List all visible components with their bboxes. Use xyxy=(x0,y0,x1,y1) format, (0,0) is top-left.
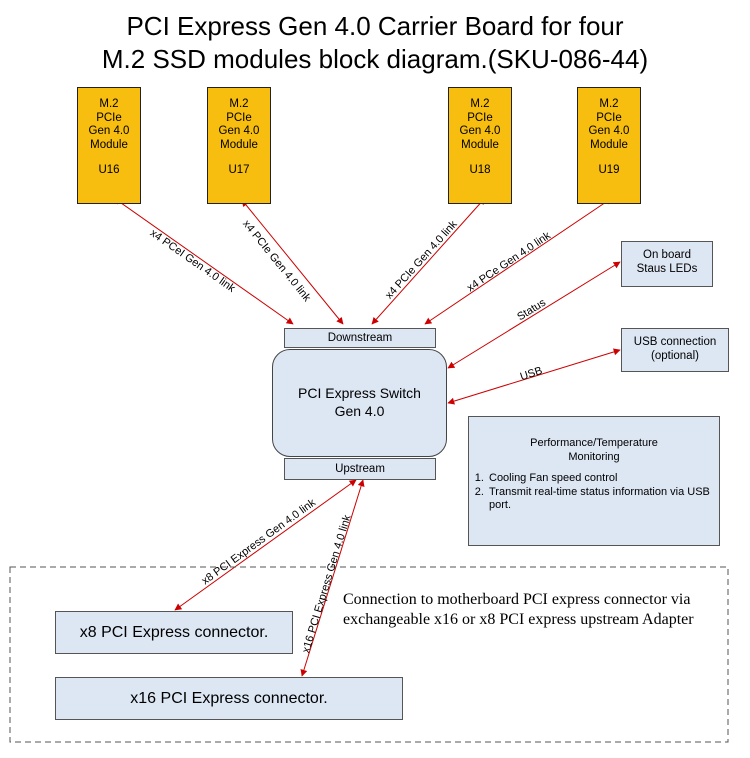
switch-label: PCI Express Switch xyxy=(298,385,421,401)
module-id: U17 xyxy=(228,164,250,176)
module-label: M.2 xyxy=(470,98,490,110)
module-label: Gen 4.0 xyxy=(218,125,260,137)
m2-module-u16: M.2 PCIe Gen 4.0 Module U16 xyxy=(77,87,141,204)
monitoring-title2: Monitoring xyxy=(568,450,620,463)
monitoring-item: Transmit real-time status information vi… xyxy=(487,486,719,513)
usb-line1: USB connection xyxy=(633,336,717,348)
adapter-dashed-frame xyxy=(9,566,729,743)
monitoring-box: Performance/Temperature Monitoring Cooli… xyxy=(468,416,720,546)
module-label: PCIe xyxy=(96,111,122,124)
x8-connector: x8 PCI Express connector. xyxy=(55,611,293,654)
m2-module-u18: M.2 PCIe Gen 4.0 Module U18 xyxy=(448,87,512,204)
module-label: M.2 xyxy=(229,98,249,110)
m2-module-u19: M.2 PCIe Gen 4.0 Module U19 xyxy=(577,87,641,204)
downstream-port: Downstream xyxy=(284,328,436,348)
module-label: Module xyxy=(220,138,258,151)
arrow-x16 xyxy=(300,479,365,677)
m2-module-u17: M.2 PCIe Gen 4.0 Module U17 xyxy=(207,87,271,204)
status-leds-box: On board Staus LEDs xyxy=(621,241,713,287)
pci-express-switch: PCI Express Switch Gen 4.0 xyxy=(272,349,447,457)
usb-connection-box: USB connection (optional) xyxy=(621,328,729,372)
x16-connector: x16 PCI Express connector. xyxy=(55,677,403,720)
module-label: PCIe xyxy=(596,111,622,124)
arrow-usb xyxy=(447,348,621,405)
module-label: M.2 xyxy=(599,98,619,110)
diagram-title-line1: PCI Express Gen 4.0 Carrier Board for fo… xyxy=(126,11,624,41)
module-label: Gen 4.0 xyxy=(588,125,630,137)
module-label: Module xyxy=(90,138,128,151)
module-label: Gen 4.0 xyxy=(459,125,501,137)
module-label: Module xyxy=(590,138,628,151)
module-id: U19 xyxy=(598,164,620,176)
switch-gen: Gen 4.0 xyxy=(334,403,385,419)
monitoring-title1: Performance/Temperature xyxy=(530,437,658,449)
module-id: U18 xyxy=(469,164,491,176)
module-label: M.2 xyxy=(99,98,119,110)
leds-line2: Staus LEDs xyxy=(636,263,698,275)
arrow-u17 xyxy=(241,199,344,325)
adapter-note: Connection to motherboard PCI express co… xyxy=(343,591,694,628)
module-label: PCIe xyxy=(467,111,493,124)
usb-line2: (optional) xyxy=(651,350,699,362)
module-id: U16 xyxy=(98,164,120,176)
module-label: PCIe xyxy=(226,111,252,124)
module-label: Gen 4.0 xyxy=(88,125,130,137)
leds-line1: On board xyxy=(643,249,691,261)
upstream-port: Upstream xyxy=(284,458,436,480)
diagram-title-line2: M.2 SSD modules block diagram.(SKU-086-4… xyxy=(101,44,649,74)
monitoring-item: Cooling Fan speed control xyxy=(487,472,719,486)
module-label: Module xyxy=(461,138,499,151)
